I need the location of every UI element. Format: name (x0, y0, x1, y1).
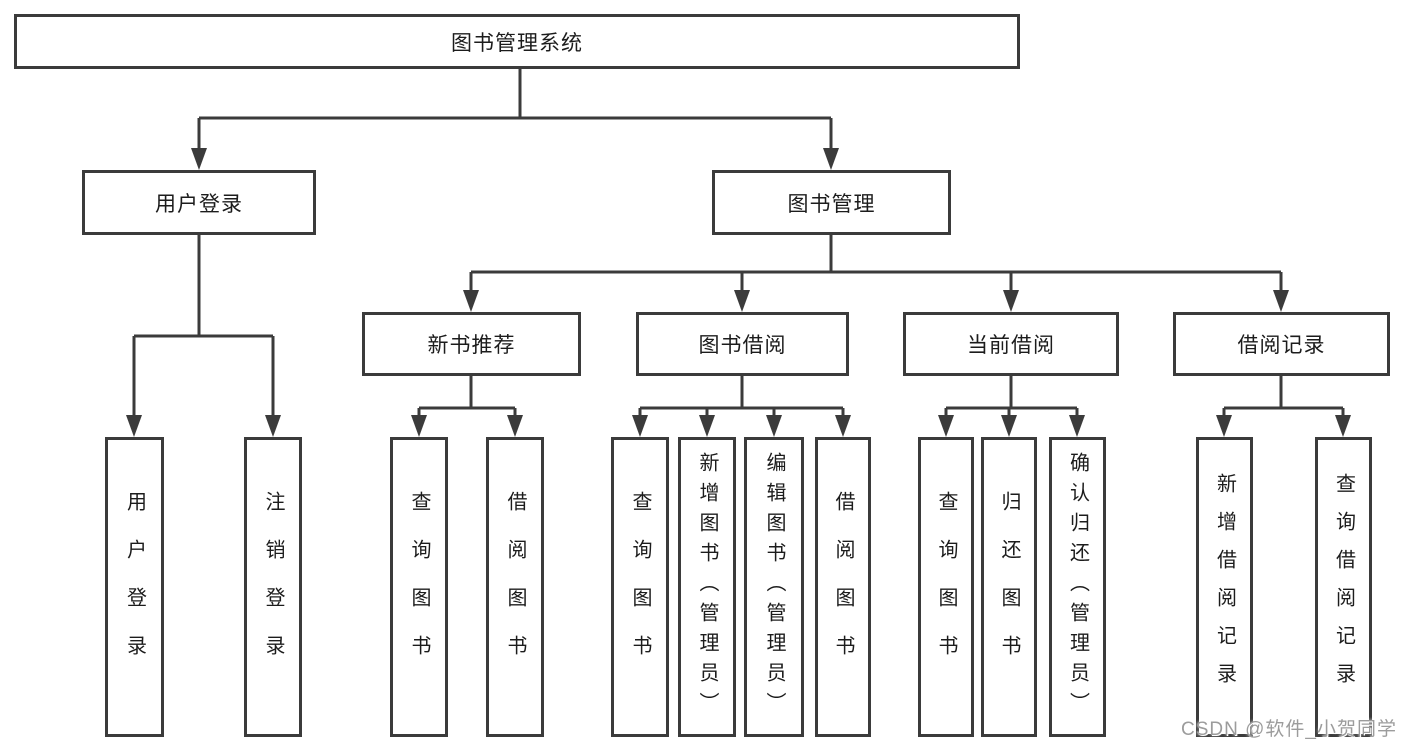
node-user-login-label: 用户登录 (155, 192, 243, 216)
leaf-logout: 注销登录 (244, 437, 302, 737)
leaf-nbr-borrow-books-label: 借阅图书 (504, 491, 526, 683)
node-book-borrowing-label: 图书借阅 (698, 334, 787, 357)
leaf-bb-add-books-admin: 新增图书（管理员） (678, 437, 736, 737)
leaf-br-query-borrow-record: 查询借阅记录 (1315, 437, 1372, 737)
leaf-nbr-query-books: 查询图书 (390, 437, 448, 737)
leaf-bb-query-books: 查询图书 (611, 437, 669, 737)
leaf-logout-label: 注销登录 (262, 491, 284, 683)
leaf-cb-confirm-return-admin-label: 确认归还（管理员） (1066, 452, 1089, 722)
node-book-borrowing: 图书借阅 (636, 312, 849, 376)
node-new-book-recommendation-label: 新书推荐 (427, 334, 516, 357)
leaf-bb-edit-books-admin: 编辑图书（管理员） (744, 437, 804, 737)
leaf-user-login-label: 用户登录 (123, 491, 146, 683)
node-borrowing-records-label: 借阅记录 (1237, 334, 1326, 357)
node-new-book-recommendation: 新书推荐 (362, 312, 581, 376)
watermark: CSDN @软件_小贺同学 (1181, 719, 1397, 740)
leaf-user-login: 用户登录 (105, 437, 164, 737)
leaf-nbr-borrow-books: 借阅图书 (486, 437, 544, 737)
leaf-br-query-borrow-record-label: 查询借阅记录 (1332, 473, 1355, 701)
node-current-borrowing: 当前借阅 (903, 312, 1119, 376)
node-borrowing-records: 借阅记录 (1173, 312, 1390, 376)
node-root-system: 图书管理系统 (14, 14, 1020, 69)
node-user-login: 用户登录 (82, 170, 316, 235)
node-book-management-label: 图书管理 (787, 192, 876, 216)
leaf-bb-borrow-books-label: 借阅图书 (832, 491, 854, 683)
leaf-cb-confirm-return-admin: 确认归还（管理员） (1049, 437, 1106, 737)
leaf-br-add-borrow-record-label: 新增借阅记录 (1213, 473, 1236, 701)
leaf-bb-add-books-admin-label: 新增图书（管理员） (696, 452, 718, 722)
leaf-nbr-query-books-label: 查询图书 (408, 491, 430, 683)
leaf-cb-query-books: 查询图书 (918, 437, 974, 737)
node-root-label: 图书管理系统 (451, 31, 583, 55)
leaf-bb-edit-books-admin-label: 编辑图书（管理员） (763, 452, 785, 722)
leaf-cb-query-books-label: 查询图书 (935, 491, 957, 683)
leaf-bb-query-books-label: 查询图书 (629, 491, 651, 683)
leaf-cb-return-books-label: 归还图书 (998, 491, 1020, 683)
leaf-br-add-borrow-record: 新增借阅记录 (1196, 437, 1253, 737)
leaf-cb-return-books: 归还图书 (981, 437, 1037, 737)
node-book-management: 图书管理 (712, 170, 951, 235)
node-current-borrowing-label: 当前借阅 (967, 334, 1055, 357)
leaf-bb-borrow-books: 借阅图书 (815, 437, 871, 737)
